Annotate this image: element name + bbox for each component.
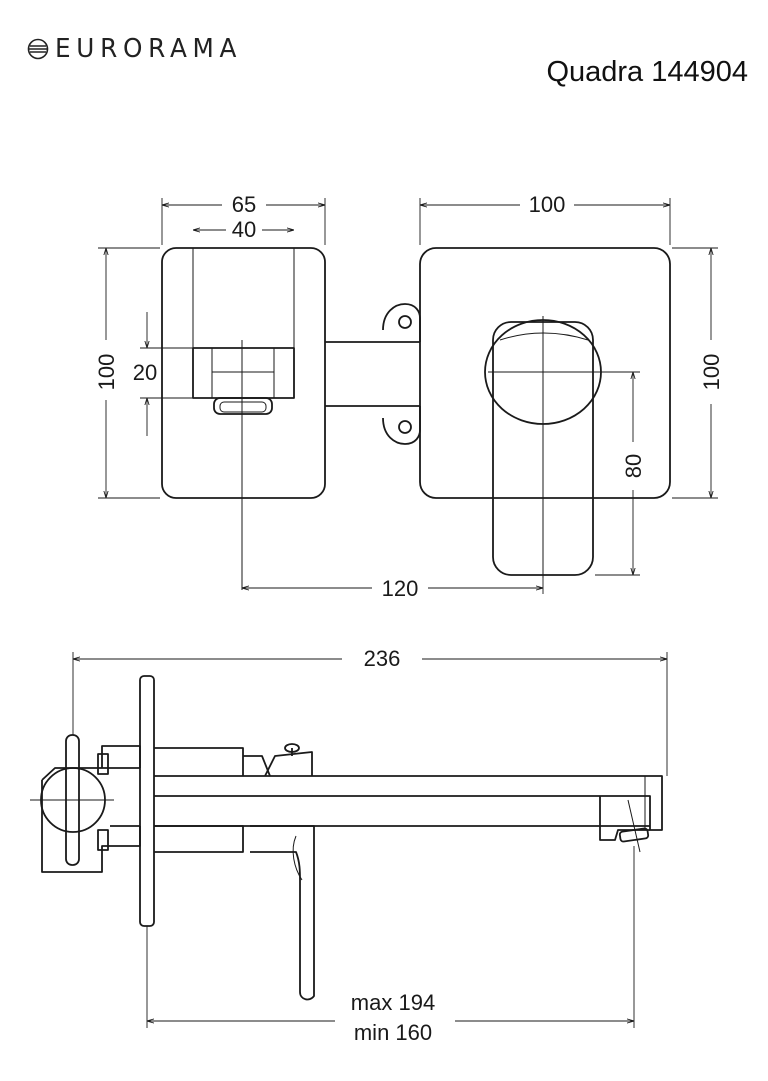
side-dimensions: 236 max 194 min 160	[72, 646, 668, 1045]
front-view-left	[161, 247, 421, 590]
brand: EURORAMA	[27, 34, 252, 64]
side-view	[30, 675, 663, 1001]
brand-name: EURORAMA	[55, 34, 243, 64]
dim-front-outlet-width: 40	[232, 217, 256, 242]
brand-logo-icon	[27, 38, 49, 60]
dim-overall-length: 236	[364, 646, 401, 671]
dim-front-plate-width: 65	[232, 192, 256, 217]
dim-spout-min: min 160	[354, 1020, 432, 1045]
dim-front-outlet-height: 20	[133, 360, 157, 385]
dim-spout-max: max 194	[351, 990, 435, 1015]
dim-axis-distance: 120	[382, 576, 419, 601]
front-view-right	[419, 247, 671, 578]
dim-front-plate-height: 100	[94, 354, 119, 391]
dim-rear-plate-width: 100	[529, 192, 566, 217]
dim-handle-length: 80	[621, 454, 646, 478]
model-title: Quadra 144904	[546, 56, 748, 88]
dim-rear-plate-height: 100	[699, 354, 724, 391]
top-dimensions: 65 40 100 20 100 100 80	[94, 192, 724, 601]
